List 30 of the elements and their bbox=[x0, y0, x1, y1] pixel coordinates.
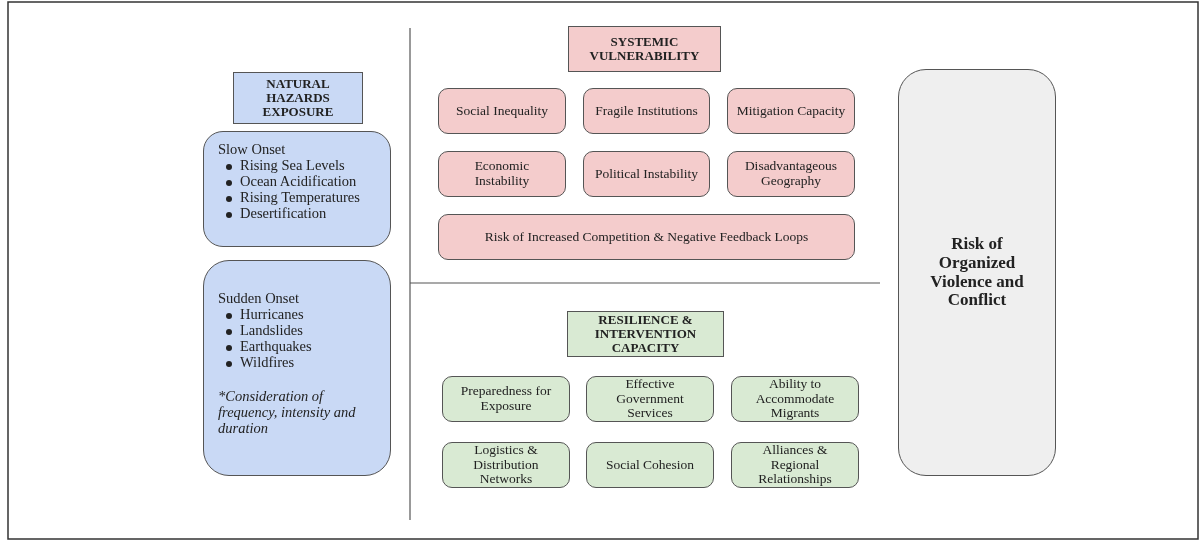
bullet-item: Rising Temperatures bbox=[218, 189, 360, 206]
section-heading: NATURAL HAZARDS EXPOSURE bbox=[233, 72, 363, 124]
section-heading: RESILIENCE & INTERVENTION CAPACITY bbox=[567, 311, 724, 357]
list-heading: Slow Onset bbox=[218, 142, 286, 158]
factor-box: Risk of Increased Competition & Negative Feedback Loops bbox=[438, 214, 855, 260]
bullet-item: Hurricanes bbox=[218, 306, 304, 323]
factor-box: Logistics & Distribution Networks bbox=[442, 442, 570, 488]
factor-box: Disadvantageous Geography bbox=[727, 151, 855, 197]
bullet-item: Earthquakes bbox=[218, 338, 312, 355]
bullet-item: Ocean Acidification bbox=[218, 173, 357, 190]
bullet-item: Rising Sea Levels bbox=[218, 157, 345, 174]
factor-box: Fragile Institutions bbox=[583, 88, 710, 134]
factor-box: Ability to Accommodate Migrants bbox=[731, 376, 859, 422]
bullet-item: Landslides bbox=[218, 322, 303, 339]
factor-box: Mitigation Capacity bbox=[727, 88, 855, 134]
footnote-text: *Consideration of frequency, intensity and duration bbox=[218, 388, 357, 437]
factor-box: Social Cohesion bbox=[586, 442, 714, 488]
bullet-item: Wildfires bbox=[218, 354, 295, 371]
hazard-list-box bbox=[203, 131, 391, 247]
bullet-item: Desertification bbox=[218, 205, 327, 222]
factor-box: Economic Instability bbox=[438, 151, 566, 197]
factor-box: Preparedness for Exposure bbox=[442, 376, 570, 422]
factor-box: Social Inequality bbox=[438, 88, 566, 134]
factor-box: Political Instability bbox=[583, 151, 710, 197]
section-heading: SYSTEMIC VULNERABILITY bbox=[568, 26, 721, 72]
list-heading: Sudden Onset bbox=[218, 291, 299, 307]
factor-box: Effective Government Services bbox=[586, 376, 714, 422]
outcome-box: Risk of Organized Violence and Conflict bbox=[898, 69, 1056, 476]
factor-box: Alliances & Regional Relationships bbox=[731, 442, 859, 488]
hazard-list-box bbox=[203, 260, 391, 476]
